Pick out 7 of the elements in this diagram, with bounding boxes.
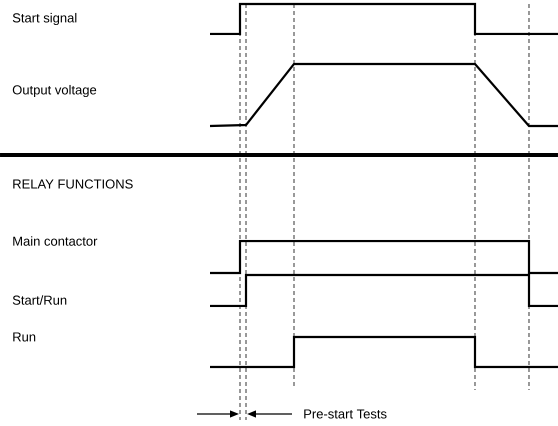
signal-label: Output voltage: [12, 84, 96, 98]
dimension-label: Pre-start Tests: [304, 409, 387, 419]
signal-label: Start signal: [12, 12, 76, 26]
signal-label: Main contactor: [13, 236, 98, 246]
signal-label: Run: [13, 332, 36, 342]
signal-label: Start/Run: [12, 295, 66, 305]
section-heading: RELAY FUNCTIONS: [13, 179, 133, 189]
